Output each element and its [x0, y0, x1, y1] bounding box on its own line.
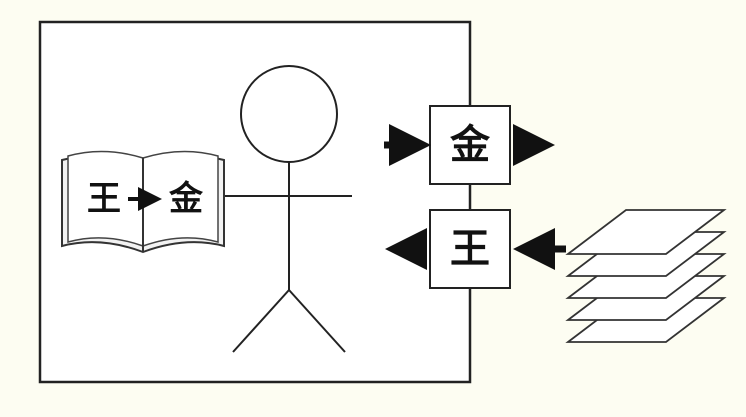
book-left-char: 王	[87, 179, 121, 219]
book-right-char: 金	[168, 179, 204, 219]
person-figure	[222, 65, 352, 353]
person-head	[240, 65, 338, 163]
rule-book: 王 金	[61, 150, 225, 254]
output-box	[429, 105, 511, 185]
person-right-leg	[288, 289, 346, 353]
input-char: 王	[450, 225, 490, 272]
input-slot: 王	[385, 209, 566, 289]
output-char: 金	[449, 121, 491, 168]
person-left-leg	[232, 289, 290, 353]
paper-sheet-top	[565, 209, 727, 255]
output-slot: 金	[384, 105, 555, 185]
paper-stack	[565, 209, 727, 343]
input-box	[429, 209, 511, 289]
